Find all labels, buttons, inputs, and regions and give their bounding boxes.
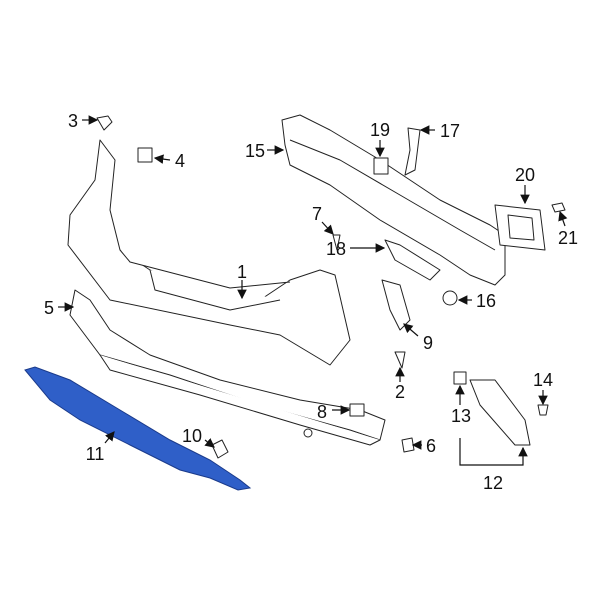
bolt-21 bbox=[551, 202, 566, 213]
nut-16 bbox=[442, 290, 458, 306]
callout-9[interactable]: 9 bbox=[423, 333, 433, 353]
leader-arrows bbox=[58, 115, 568, 466]
beam-detail bbox=[289, 139, 496, 251]
callout-10[interactable]: 10 bbox=[182, 426, 202, 446]
lower-valance-edge bbox=[99, 354, 381, 446]
callout-14[interactable]: 14 bbox=[533, 370, 553, 390]
bracket-9 bbox=[381, 279, 411, 331]
callout-7[interactable]: 7 bbox=[312, 204, 322, 224]
callout-8[interactable]: 8 bbox=[317, 402, 327, 422]
sensor-hole bbox=[303, 428, 313, 438]
callout-17[interactable]: 17 bbox=[440, 121, 460, 141]
clip-3 bbox=[96, 115, 113, 131]
callout-12[interactable]: 12 bbox=[483, 473, 503, 493]
callout-6[interactable]: 6 bbox=[426, 436, 436, 456]
lower-valance bbox=[69, 289, 386, 441]
callout-20[interactable]: 20 bbox=[515, 165, 535, 185]
bumper-cover-inner bbox=[119, 249, 291, 311]
skid-plate-highlighted bbox=[24, 366, 252, 491]
bolt-2 bbox=[394, 351, 406, 369]
cap-10 bbox=[211, 439, 229, 459]
bracket-20 bbox=[494, 204, 546, 251]
bracket-18 bbox=[384, 239, 441, 281]
bracket-line-12 bbox=[459, 438, 524, 466]
callout-5[interactable]: 5 bbox=[44, 298, 54, 318]
callout-3[interactable]: 3 bbox=[68, 111, 78, 131]
fastener-13 bbox=[453, 371, 467, 385]
callout-2[interactable]: 2 bbox=[395, 382, 405, 402]
callout-4[interactable]: 4 bbox=[175, 151, 185, 171]
callout-21[interactable]: 21 bbox=[558, 228, 578, 248]
callout-18[interactable]: 18 bbox=[326, 239, 346, 259]
clip-8 bbox=[349, 403, 365, 417]
callout-16[interactable]: 16 bbox=[476, 291, 496, 311]
callout-13[interactable]: 13 bbox=[451, 406, 471, 426]
pin-7 bbox=[332, 234, 341, 251]
bracket-12 bbox=[469, 379, 531, 446]
bracket-17 bbox=[404, 127, 421, 176]
pad-19 bbox=[373, 157, 389, 175]
retainer-4 bbox=[137, 147, 153, 163]
callout-15[interactable]: 15 bbox=[245, 141, 265, 161]
reinforcement-beam bbox=[281, 114, 506, 286]
clip-6 bbox=[401, 437, 415, 453]
callout-11[interactable]: 11 bbox=[86, 444, 105, 464]
callout-19[interactable]: 19 bbox=[370, 120, 390, 140]
callout-1[interactable]: 1 bbox=[237, 262, 247, 282]
bolt-14 bbox=[537, 404, 549, 416]
